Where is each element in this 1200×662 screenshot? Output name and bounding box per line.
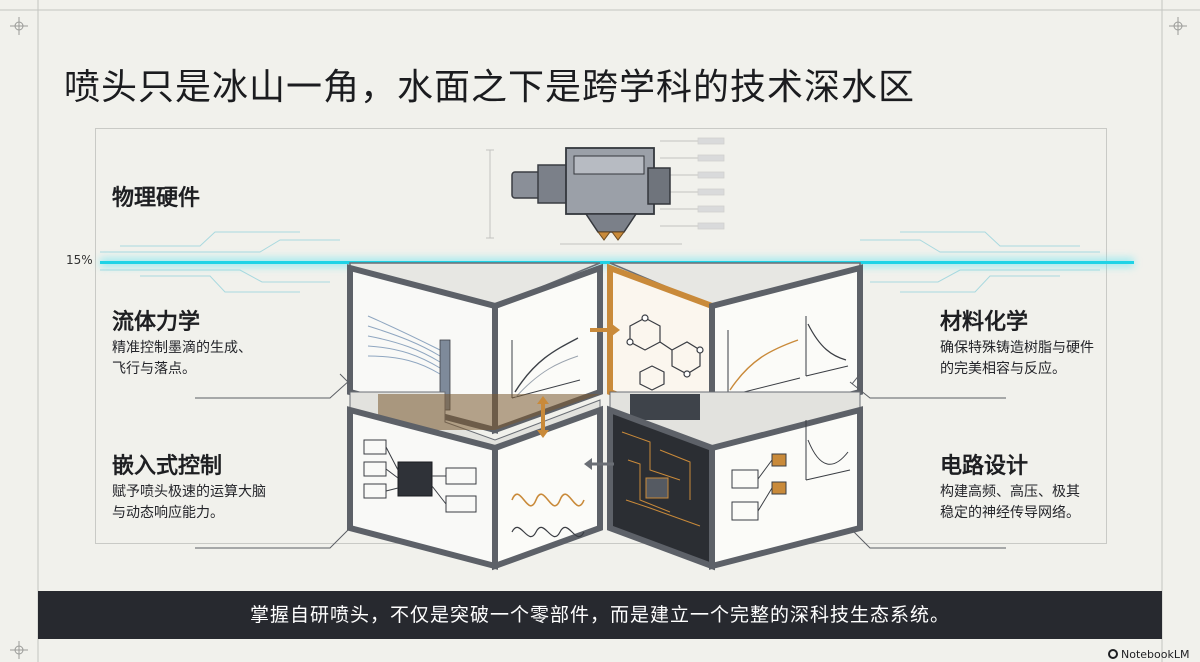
desc-fluid-dynamics-1: 精准控制墨滴的生成、 xyxy=(112,340,252,356)
label-leader-lines xyxy=(195,373,1006,549)
label-physical-hardware: 物理硬件 xyxy=(112,186,201,211)
circuit-traces xyxy=(100,231,1100,293)
desc-materials-chemistry-2: 的完美相容与反应。 xyxy=(940,361,1066,377)
cube-connectors xyxy=(537,324,620,470)
cube-embedded-control xyxy=(347,391,603,571)
printhead-hardware-drawing xyxy=(486,137,725,245)
brand-watermark: NotebookLM xyxy=(1108,648,1189,661)
desc-embedded-control-2: 与动态响应能力。 xyxy=(112,505,224,521)
label-embedded-control: 嵌入式控制 xyxy=(112,454,223,479)
brand-name: NotebookLM xyxy=(1121,648,1190,661)
page-title: 喷头只是冰山一角，水面之下是跨学科的技术深水区 xyxy=(64,67,916,108)
label-fluid-dynamics: 流体力学 xyxy=(112,310,201,335)
footer-statement: 掌握自研喷头，不仅是突破一个零部件，而是建立一个完整的深科技生态系统。 xyxy=(249,604,950,626)
desc-materials-chemistry-1: 确保特殊铸造树脂与硬件 xyxy=(940,340,1094,356)
cube-fluid-dynamics xyxy=(347,262,603,435)
desc-circuit-design-1: 构建高频、高压、极其 xyxy=(940,484,1080,500)
brand-logo-icon xyxy=(1108,649,1118,659)
cube-circuit-design xyxy=(607,391,863,571)
diagram-frame xyxy=(95,128,1107,544)
label-materials-chemistry: 材料化学 xyxy=(940,310,1029,335)
footer-banner xyxy=(38,591,1162,639)
desc-embedded-control-1: 赋予喷头极速的运算大脑 xyxy=(112,484,266,500)
desc-fluid-dynamics-2: 飞行与落点。 xyxy=(112,361,196,377)
label-circuit-design: 电路设计 xyxy=(940,454,1029,479)
desc-circuit-design-2: 稳定的神经传导网络。 xyxy=(940,505,1080,521)
waterline-percent: 15% xyxy=(66,253,93,267)
